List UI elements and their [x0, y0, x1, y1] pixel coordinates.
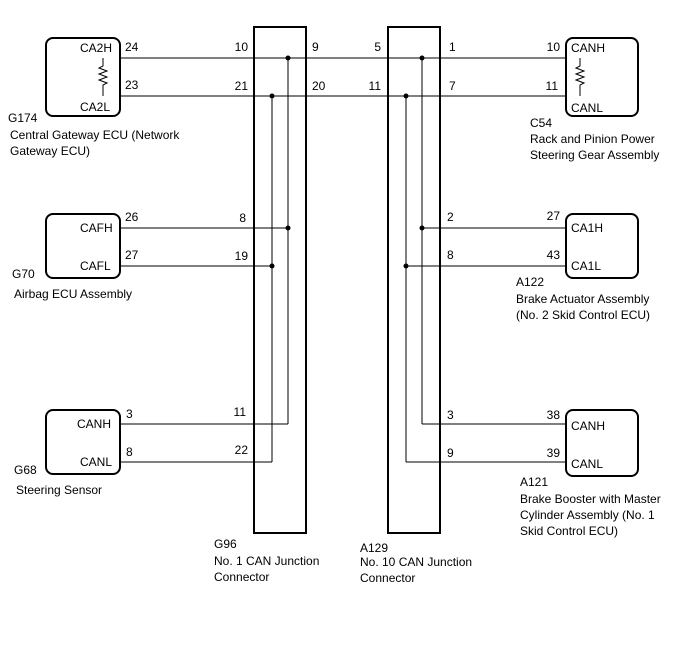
g174-code-label: G174 [8, 111, 38, 125]
a122-pin-low-number: 43 [547, 248, 561, 262]
a129-name-label: Connector [360, 571, 415, 585]
g70-component-box [45, 213, 121, 279]
a121-code-label: A121 [520, 475, 548, 489]
g174-pin-low-number: 23 [125, 78, 139, 92]
g96-junction-bar [253, 26, 307, 534]
junction-internal-wires [254, 57, 440, 463]
a121-pin-high-label: CANH [571, 419, 605, 433]
a122-name-label: (No. 2 Skid Control ECU) [516, 308, 650, 322]
g174-pin-high-label: CA2H [80, 41, 112, 55]
c54-pin-low-number: 11 [546, 79, 559, 93]
g70-pin-low-number: 27 [125, 248, 139, 262]
g70-pin-low-label: CAFL [80, 259, 111, 273]
a129-pin-number: 8 [447, 248, 454, 262]
g96-pin-number: 22 [235, 443, 249, 457]
g70-pin-high-label: CAFH [80, 221, 113, 235]
a122-pin-high-number: 27 [547, 209, 561, 223]
a129-name-label: No. 10 CAN Junction [360, 555, 472, 569]
g174-termination-resistor-icon [97, 58, 109, 96]
a121-name-label: Cylinder Assembly (No. 1 [520, 508, 655, 522]
g96-code-label: G96 [214, 537, 237, 551]
junction-dot [285, 225, 291, 231]
a122-pin-low-label: CA1L [571, 259, 601, 273]
junction-dots [269, 55, 425, 269]
g70-pin-high-number: 26 [125, 210, 139, 224]
a121-component-box [565, 409, 639, 477]
junction-dot [403, 263, 409, 269]
c54-pin-high-label: CANH [571, 41, 605, 55]
g68-pin-low-number: 8 [126, 445, 133, 459]
a121-pin-high-number: 38 [547, 408, 561, 422]
c54-code-label: C54 [530, 116, 552, 130]
a129-pin-number: 5 [374, 40, 381, 54]
g68-component-box [45, 409, 121, 475]
a129-pin-number: 2 [447, 210, 454, 224]
a122-name-label: Brake Actuator Assembly [516, 292, 649, 306]
g96-pin-number: 20 [312, 79, 326, 93]
g68-code-label: G68 [14, 463, 37, 477]
g68-pin-high-label: CANH [77, 417, 111, 431]
g174-pin-low-label: CA2L [80, 100, 110, 114]
g68-name-label: Steering Sensor [16, 483, 102, 497]
c54-termination-resistor-icon [574, 58, 586, 96]
a122-pin-high-label: CA1H [571, 221, 603, 235]
junction-dot [403, 93, 409, 99]
junction-dot [269, 263, 275, 269]
junction-dot [285, 55, 291, 61]
c54-pin-high-number: 10 [547, 40, 561, 54]
g96-pin-number: 19 [235, 249, 249, 263]
a129-pin-number: 7 [449, 79, 456, 93]
a129-pin-number: 1 [449, 40, 456, 54]
junction-dot [419, 55, 425, 61]
pin-numbers: 24 23 26 27 3 8 10 21 9 20 8 19 11 22 5 … [125, 40, 560, 460]
wires [120, 57, 566, 463]
a122-component-box [565, 213, 639, 279]
g96-name-label: Connector [214, 570, 269, 584]
c54-name-label: Rack and Pinion Power [530, 132, 655, 146]
c54-pin-low-label: CANL [571, 101, 603, 115]
a129-pin-number: 11 [369, 79, 382, 93]
g174-pin-high-number: 24 [125, 40, 139, 54]
a121-pin-low-label: CANL [571, 457, 603, 471]
a129-pin-number: 9 [447, 446, 454, 460]
g174-component-box [45, 37, 121, 117]
g70-name-label: Airbag ECU Assembly [14, 287, 132, 301]
a129-code-label: A129 [360, 541, 388, 555]
g68-pin-high-number: 3 [126, 407, 133, 421]
g70-code-label: G70 [12, 267, 35, 281]
a129-junction-bar [387, 26, 441, 534]
g96-pin-number: 10 [235, 40, 249, 54]
g96-pin-number: 21 [235, 79, 249, 93]
a121-pin-low-number: 39 [547, 446, 561, 460]
junction-dot [419, 225, 425, 231]
c54-component-box [565, 37, 639, 117]
g96-pin-number: 8 [239, 211, 246, 225]
g68-pin-low-label: CANL [80, 455, 112, 469]
junction-dot [269, 93, 275, 99]
g96-name-label: No. 1 CAN Junction [214, 554, 319, 568]
a122-code-label: A122 [516, 275, 544, 289]
a121-name-label: Skid Control ECU) [520, 524, 618, 538]
g96-pin-number: 9 [312, 40, 319, 54]
a121-name-label: Brake Booster with Master [520, 492, 661, 506]
g96-pin-number: 11 [234, 405, 247, 419]
component-labels: G174 Central Gateway ECU (Network Gatewa… [8, 111, 661, 585]
a129-pin-number: 3 [447, 408, 454, 422]
g174-name-label: Central Gateway ECU (Network [10, 128, 180, 142]
c54-name-label: Steering Gear Assembly [530, 148, 659, 162]
g174-name-label: Gateway ECU) [10, 144, 90, 158]
